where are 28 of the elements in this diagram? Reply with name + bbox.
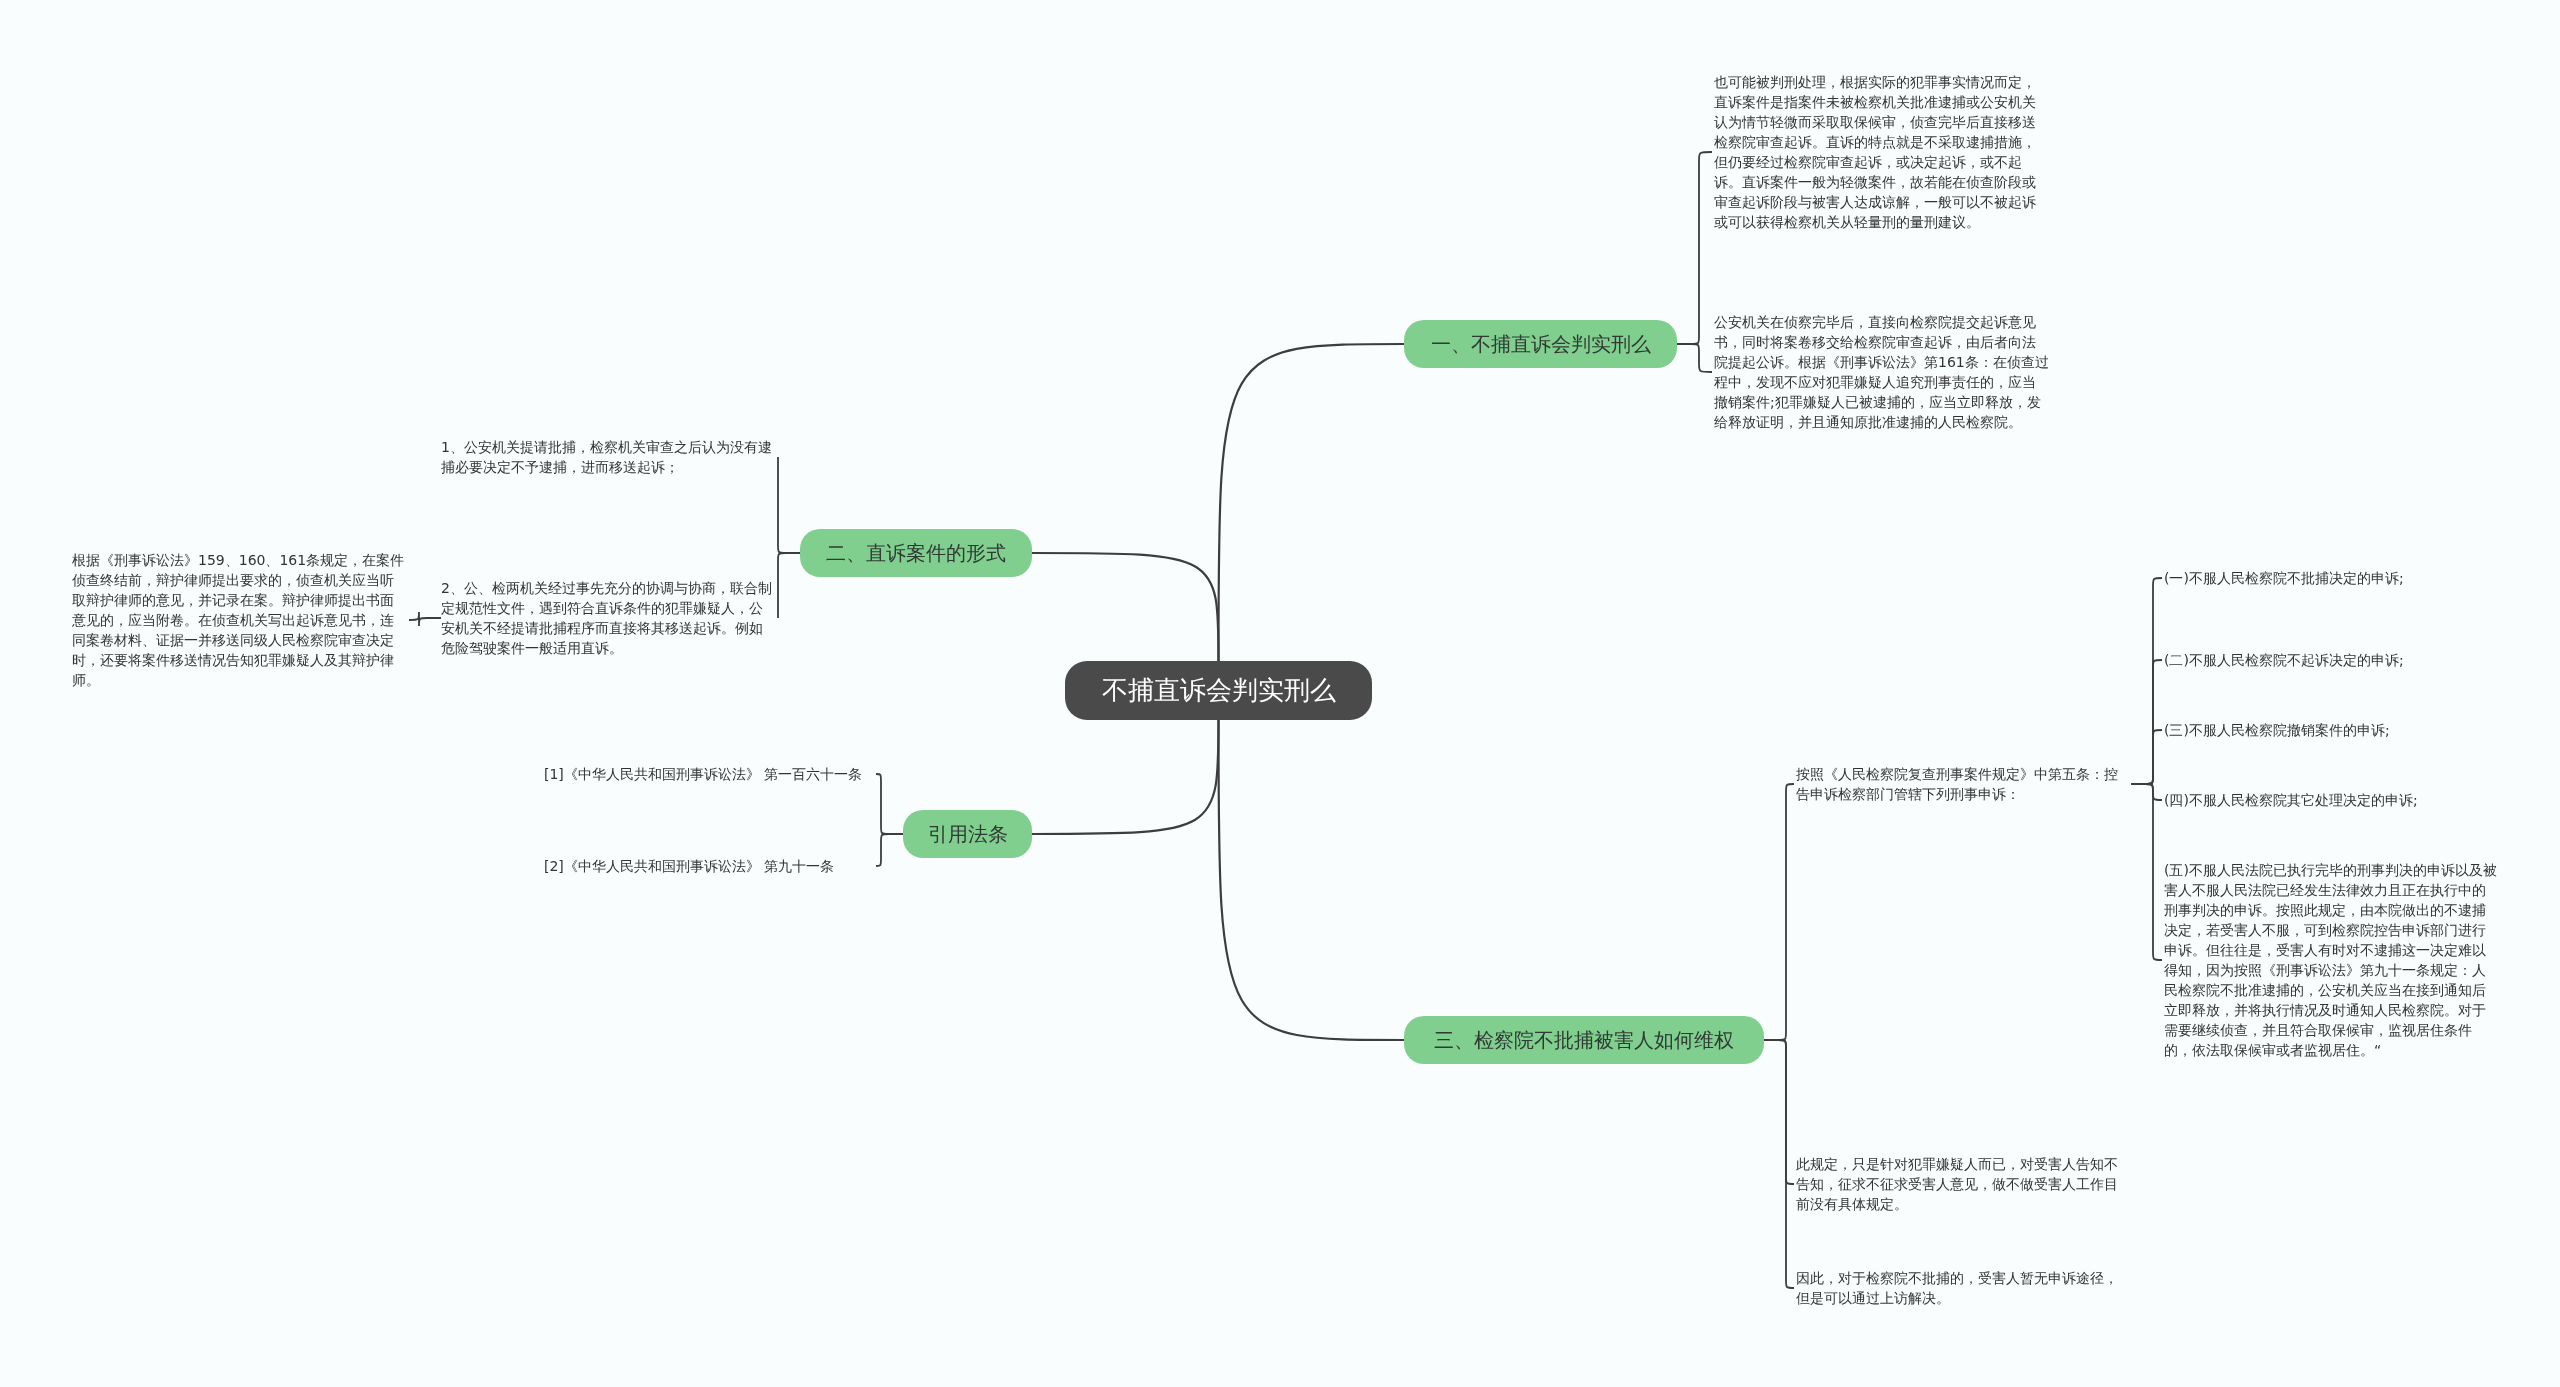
connector [875, 833, 904, 867]
note-text: 也可能被判刑处理，根据实际的犯罪事实情况而定，直诉案件是指案件未被检察机关批准逮捕或公安机关认为情节轻微而采取取保候审，侦查完毕后直接移送检察院审查起诉。直诉的特点就是不采取逮捕措施，但仍要经过检察院审查起诉，或决定起诉，或不起诉。直诉案件一般为轻微案件，故若能在侦查阶段或审查起诉阶段与被害人达成谅解，一般可以不被起诉或可以获得检察机关从轻量刑的量刑建议。 [1714, 72, 2049, 232]
topic-pill: 一、不捕直诉会判实刑么 [1404, 320, 1677, 368]
note-text: 1、公安机关提请批捕，检察机关审查之后认为没有逮捕必要决定不予逮捕，进而移送起诉； [441, 437, 776, 477]
note-text: 因此，对于检察院不批捕的，受害人暂无申诉途径，但是可以通过上访解决。 [1796, 1268, 2131, 1308]
note-text: (一)不服人民检察院不批捕决定的申诉; [2164, 568, 2494, 588]
note-text: (二)不服人民检察院不起诉决定的申诉; [2164, 650, 2494, 670]
note-text: 根据《刑事诉讼法》159、160、161条规定，在案件侦查终结前，辩护律师提出要求的，侦查机关应当听取辩护律师的意见，并记录在案。辩护律师提出书面意见的，应当附卷。在侦查机关写出起诉意见书，连同案卷材料、证据一并移送同级人民检察院审查决定时，还要将案件移送情况告知犯罪嫌疑人及其辩护律师。 [72, 550, 407, 690]
note-text: 此规定，只是针对犯罪嫌疑人而已，对受害人告知不告知，征求不征求受害人意见，做不做受害人工作目前没有具体规定。 [1796, 1154, 2131, 1214]
note-text: (五)不服人民法院已执行完毕的刑事判决的申诉以及被害人不服人民法院已经发生法律效力且正在执行中的刑事判决的申诉。按照此规定，由本院做出的不逮捕决定，若受害人不服，可到检察院控告申诉部门进行申诉。但往往是，受害人有时对不逮捕这一决定难以得知，因为按照《刑事诉讼法》第九十一条规定：人民检察院不批准逮捕的，公安机关应当在接到通知后立即释放，并将执行情况及时通知人民检察院。对于需要继续侦查，并且符合取保候审，监视居住条件的，依法取保候审或者监视居住。“ [2164, 860, 2499, 1060]
connector [1676, 343, 1713, 373]
note-text: 2、公、检两机关经过事先充分的协调与协商，联合制定规范性文件，遇到符合直诉条件的犯罪嫌疑人，公安机关不经提请批捕程序而直接将其移送起诉。例如危险驾驶案件一般适用直诉。 [441, 578, 776, 658]
note-text: [2]《中华人民共和国刑事诉讼法》 第九十一条 [544, 856, 874, 876]
connector [1032, 551, 1220, 661]
connector [408, 611, 442, 627]
connector [2130, 783, 2163, 961]
connector [1217, 720, 1404, 1042]
note-text: (三)不服人民检察院撤销案件的申诉; [2164, 720, 2494, 740]
note-text: 公安机关在侦察完毕后，直接向检察院提交起诉意见书，同时将案卷移交给检察院审查起诉，由后者向法院提起公诉。根据《刑事诉讼法》第161条：在侦查过程中，发现不应对犯罪嫌疑人追究刑事责任的，应当撤销案件;犯罪嫌疑人已被逮捕的，应当立即释放，发给释放证明，并且通知原批准逮捕的人民检察院。 [1714, 312, 2049, 432]
topic-pill: 三、检察院不批捕被害人如何维权 [1404, 1016, 1764, 1064]
connector [1763, 1039, 1795, 1289]
note-text: (四)不服人民检察院其它处理决定的申诉; [2164, 790, 2494, 810]
connector [777, 552, 801, 619]
note-text: 按照《人民检察院复查刑事案件规定》中第五条：控告申诉检察部门管辖下列刑事申诉： [1796, 764, 2131, 804]
note-text: [1]《中华人民共和国刑事诉讼法》 第一百六十一条 [544, 764, 874, 784]
topic-pill: 二、直诉案件的形式 [800, 529, 1032, 577]
topic-pill: 引用法条 [903, 810, 1032, 858]
central-topic: 不捕直诉会判实刑么 [1065, 661, 1372, 720]
